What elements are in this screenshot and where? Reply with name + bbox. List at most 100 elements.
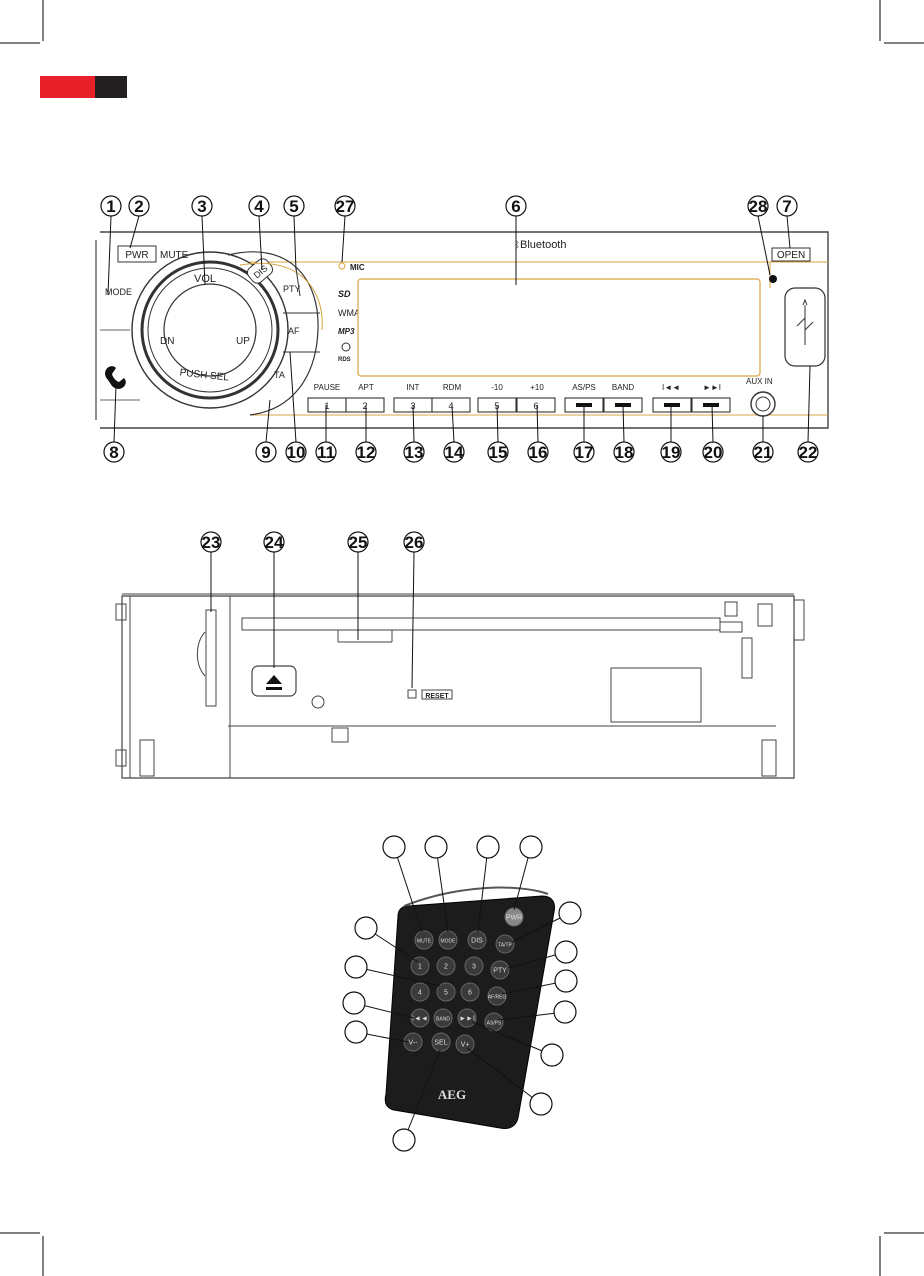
remote-button-label-12: 6 <box>468 990 472 997</box>
remote-callout-5 <box>558 901 582 925</box>
ta-label: TA <box>274 370 285 380</box>
bluetooth-icon: ᛒ <box>514 240 520 251</box>
pwr-label: PWR <box>125 250 148 261</box>
reset-label: RESET <box>425 693 449 700</box>
disc-slot[interactable] <box>241 617 721 631</box>
callout-6: 6 <box>505 195 527 217</box>
remote-button-19[interactable]: SEL <box>431 1032 451 1052</box>
callout-24: 24 <box>263 531 285 553</box>
remote-button-label-11: 5 <box>444 990 448 997</box>
remote-button-10[interactable]: 4 <box>410 982 430 1002</box>
callout-3-number: 3 <box>197 197 206 216</box>
callout-5: 5 <box>283 195 305 217</box>
remote-button-13[interactable]: AF/REG <box>487 986 507 1006</box>
remote-button-2[interactable]: MODE <box>438 930 458 950</box>
callout-14-number: 14 <box>445 443 464 462</box>
remote-button-16[interactable]: ►►I <box>457 1008 477 1028</box>
remote-brand-logo: AEG <box>438 1087 466 1102</box>
callout-21: 21 <box>752 441 774 463</box>
preset-label-7: AS/PS <box>572 383 596 392</box>
callout-25-number: 25 <box>349 533 368 552</box>
remote-button-5[interactable]: TA/TP <box>495 934 515 954</box>
callout-22-number: 22 <box>799 443 818 462</box>
remote-button-label-15: BAND <box>436 1017 450 1023</box>
callout-8: 8 <box>103 441 125 463</box>
remote-button-6[interactable]: 1 <box>410 956 430 976</box>
mute-label: MUTE <box>160 250 189 261</box>
remote-button-1[interactable]: MUTE <box>414 930 434 950</box>
header-bar-red <box>40 76 95 98</box>
mp3-logo: MP3 <box>338 327 355 336</box>
panel-button-4[interactable] <box>431 397 471 413</box>
callout-22: 22 <box>797 441 819 463</box>
chassis-view: RESET <box>115 593 805 779</box>
callout-23: 23 <box>200 531 222 553</box>
remote-button-20[interactable]: V+ <box>455 1034 475 1054</box>
preset-key-2: 2 <box>362 401 367 411</box>
remote-button-9[interactable]: PTY <box>490 960 510 980</box>
remote-callout-14 <box>344 1020 368 1044</box>
callout-20: 20 <box>702 441 724 463</box>
preset-buttons: PAUSEAPTINTRDM-10+10AS/PSBANDI◄◄►►I12345… <box>307 383 731 413</box>
aux-in-label: AUX IN <box>746 377 773 386</box>
phone-icon[interactable] <box>105 366 126 389</box>
remote-button-11[interactable]: 5 <box>436 982 456 1002</box>
callout-15-number: 15 <box>489 443 508 462</box>
remote-button-12[interactable]: 6 <box>460 982 480 1002</box>
remote-button-label-3: DIS <box>471 938 483 945</box>
remote-button-4[interactable]: PWR <box>504 907 524 927</box>
aux-in-jack[interactable] <box>750 391 776 417</box>
preset-label-6: +10 <box>530 383 544 392</box>
callout-17: 17 <box>573 441 595 463</box>
callout-25: 25 <box>347 531 369 553</box>
callout-23-number: 23 <box>202 533 221 552</box>
pwr-button[interactable] <box>117 245 157 263</box>
remote-button-label-18: V-- <box>409 1040 419 1047</box>
push-sel-label: PUSH SEL <box>179 367 230 383</box>
callout-7: 7 <box>776 195 798 217</box>
callout-28-number: 28 <box>749 197 768 216</box>
open-button[interactable] <box>771 247 811 262</box>
sd-slot[interactable] <box>205 609 217 707</box>
callout-19: 19 <box>660 441 682 463</box>
remote-button-label-20: V+ <box>461 1042 470 1049</box>
remote-button-3[interactable]: DIS <box>467 930 487 950</box>
remote-button-label-10: 4 <box>418 990 422 997</box>
volume-knob-outer[interactable] <box>131 251 289 409</box>
reset-button[interactable] <box>407 689 417 699</box>
pty-button[interactable] <box>295 267 301 297</box>
remote-callout-12 <box>344 955 368 979</box>
remote-button-18[interactable]: V-- <box>403 1032 423 1052</box>
callout-26-number: 26 <box>405 533 424 552</box>
remote-button-label-8: 3 <box>472 964 476 971</box>
callout-8-number: 8 <box>109 443 118 462</box>
remote-button-7[interactable]: 2 <box>436 956 456 976</box>
pty-label: PTY <box>283 284 301 294</box>
remote-callout-8 <box>553 1000 577 1024</box>
remote-button-14[interactable]: I◄◄ <box>410 1008 430 1028</box>
remote-button-15[interactable]: BAND <box>433 1008 453 1028</box>
callout-27: 27 <box>334 195 356 217</box>
panel-button-6[interactable] <box>516 397 556 413</box>
remote-callout-7 <box>554 969 578 993</box>
panel-button-2[interactable] <box>345 397 385 413</box>
remote-callout-11 <box>354 916 378 940</box>
preset-label-2: APT <box>358 383 374 392</box>
callout-28: 28 <box>747 195 769 217</box>
callout-15: 15 <box>487 441 509 463</box>
remote-button-8[interactable]: 3 <box>464 956 484 976</box>
remote-callout-1 <box>382 835 406 859</box>
af-label: AF <box>288 326 300 336</box>
sd-logo: SD <box>338 289 351 299</box>
callout-10: 10 <box>285 441 307 463</box>
callout-16: 16 <box>527 441 549 463</box>
callout-10-number: 10 <box>287 443 306 462</box>
callout-18: 18 <box>613 441 635 463</box>
wma-logo: WMA <box>338 308 360 318</box>
remote-button-label-14: I◄◄ <box>412 1016 428 1023</box>
mode-label: MODE <box>105 287 132 297</box>
